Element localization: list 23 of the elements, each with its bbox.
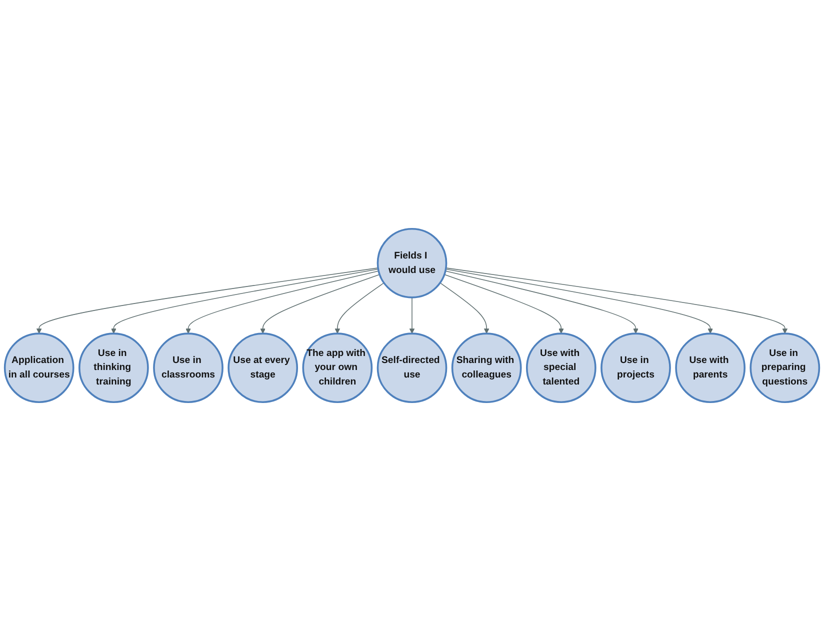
arrow: [111, 268, 379, 334]
arrow: [446, 268, 788, 334]
arrow: [334, 282, 384, 334]
arrow: [36, 268, 378, 334]
arrow: [445, 268, 713, 334]
arrow: [186, 270, 379, 334]
node-circle: Use at every stage: [228, 332, 298, 404]
node-circle: Use in classrooms: [153, 332, 224, 404]
node-circle: Use in preparing questions: [750, 332, 820, 404]
node-circle: Use with parents: [675, 332, 746, 404]
node-circle: Sharing with colleagues: [451, 332, 522, 404]
arrow: [409, 297, 415, 334]
arrow: [260, 274, 380, 334]
node-circle: Use in projects: [600, 332, 671, 404]
node-circle: Application in all courses: [4, 332, 74, 404]
arrow: [445, 270, 638, 334]
arrow: [444, 274, 564, 334]
node-circle: Fields I would use: [376, 228, 448, 298]
arrow: [440, 282, 490, 334]
node-circle: The app with your own children: [302, 332, 373, 404]
node-circle: Self-directed use: [376, 332, 448, 404]
node-circle: Use with special talented: [526, 332, 596, 404]
node-circle: Use in thinking training: [78, 332, 149, 404]
